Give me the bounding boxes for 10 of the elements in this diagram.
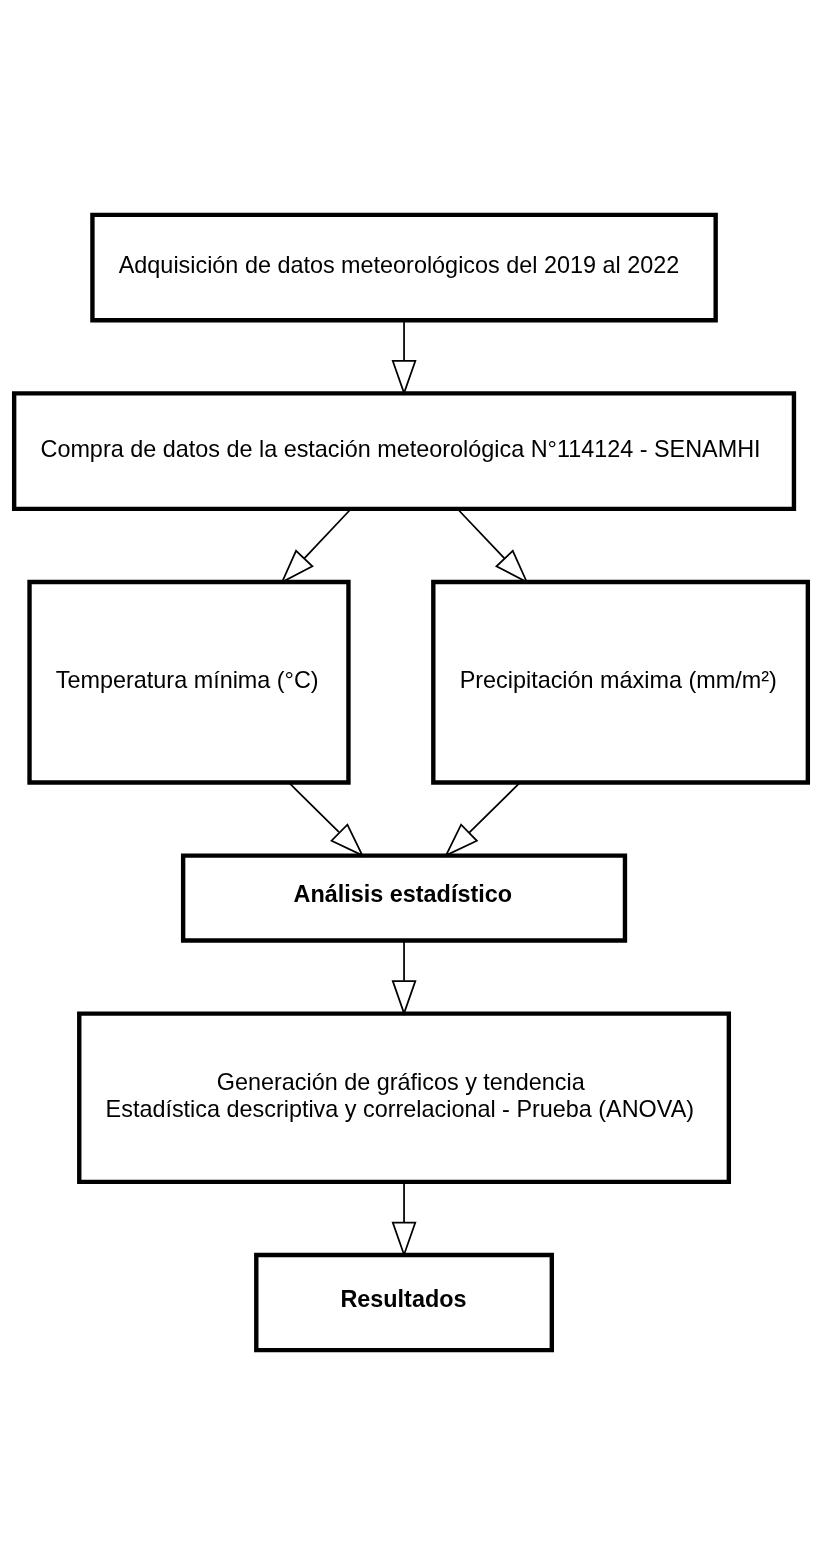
node-box: Resultados [254, 1252, 554, 1352]
node-box: Adquisición de datos meteorológicos del 2019 al 2022 [90, 212, 718, 322]
arrow [444, 781, 521, 857]
node-box: Compra de datos de la estación meteorológica N°114124 - SENAMHI [11, 390, 797, 511]
arrow [391, 939, 417, 1016]
node-box: Análisis estadístico [180, 852, 628, 943]
arrow [288, 781, 365, 857]
node-box: Precipitación máxima (mm/m²) [431, 579, 811, 785]
node-box: Generación de gráficos y tendencia Estadística descriptiva y correlacional - Prueba (ANOVA) [77, 1010, 732, 1184]
node-box: Temperatura mínima (°C) [27, 579, 351, 785]
